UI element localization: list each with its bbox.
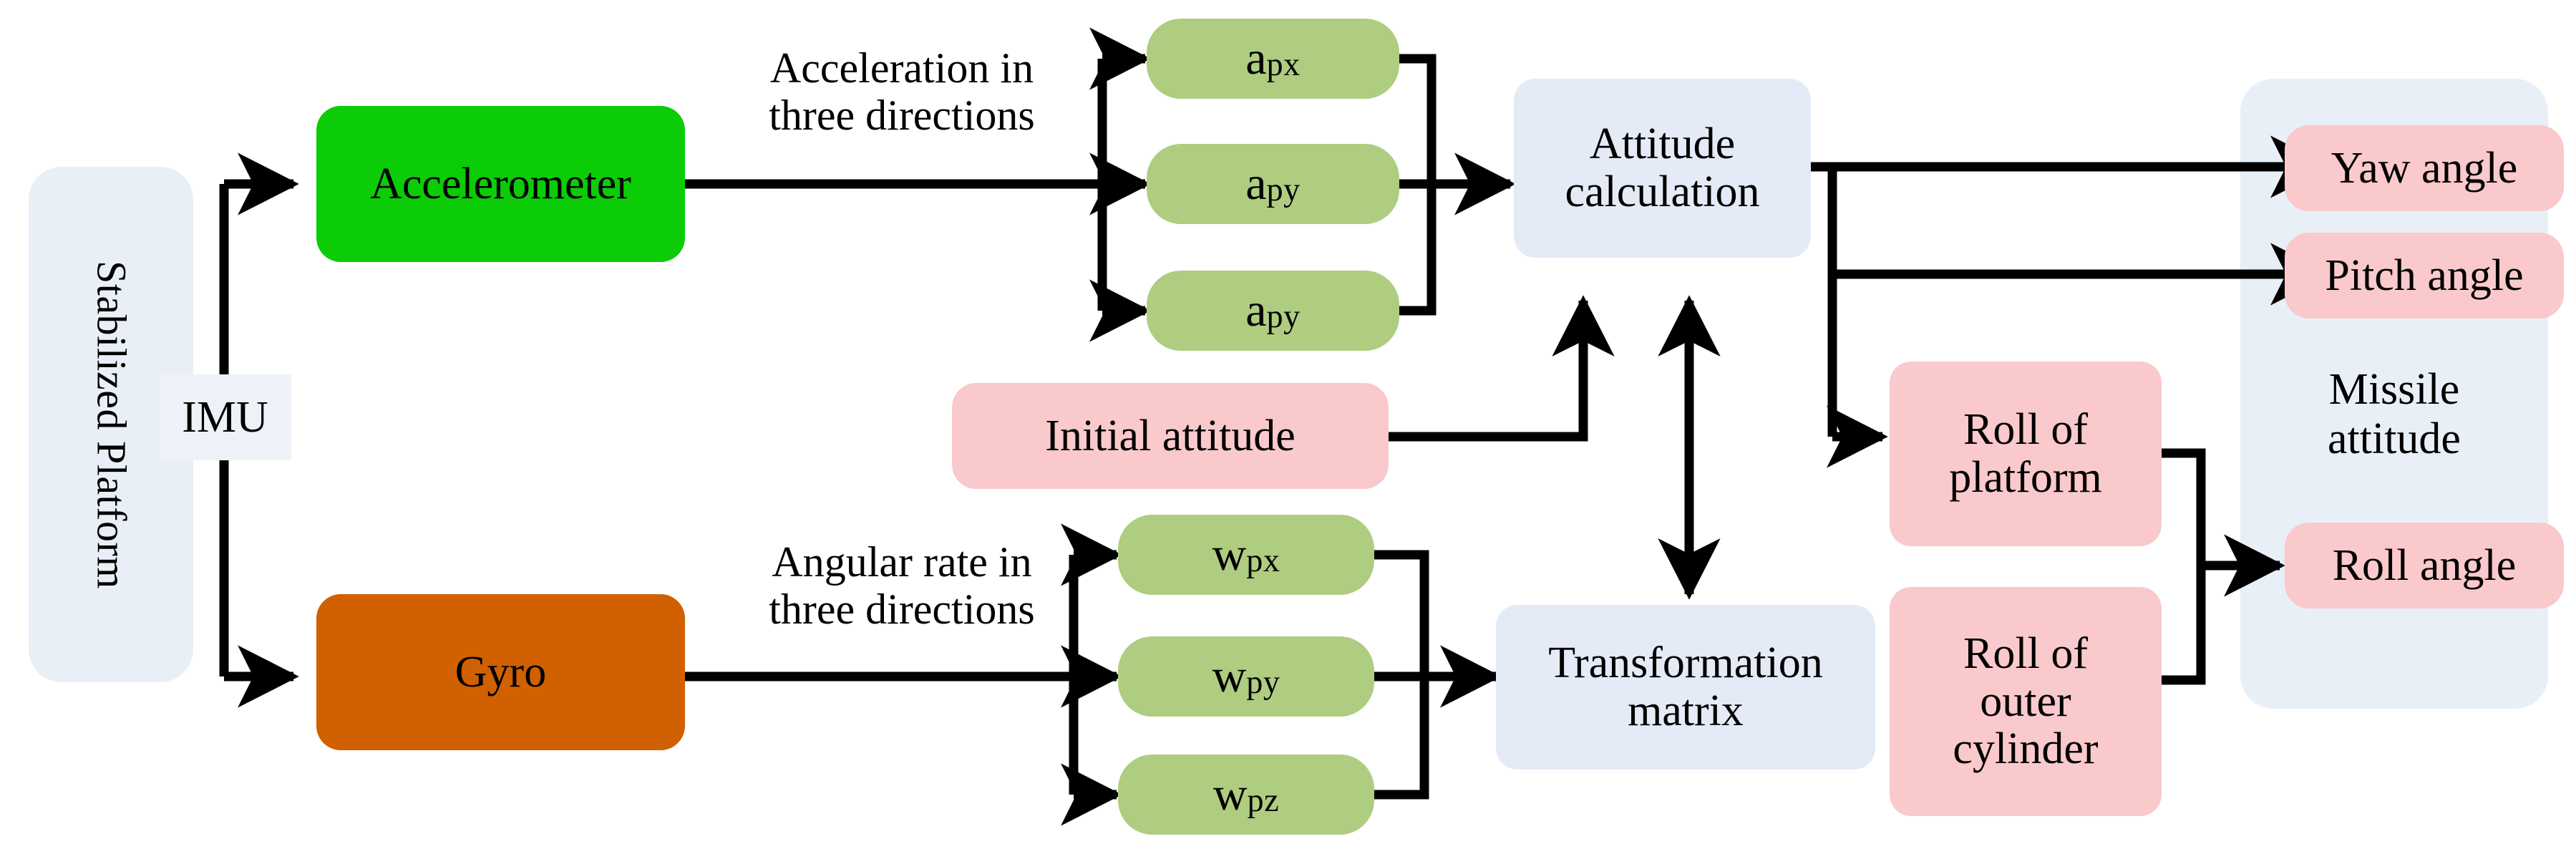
output-pitch-angle-label: Pitch angle [2325,251,2524,300]
sensor-accelerometer[interactable]: Accelerometer [316,106,685,262]
result-roll-of-platform[interactable]: Roll of platform [1890,362,2162,546]
input-initial-attitude[interactable]: Initial attitude [952,383,1389,489]
output-pitch-angle[interactable]: Pitch angle [2285,233,2564,319]
group-stabilized-platform-label: Stabilized Platform [88,260,135,589]
imu-tag: IMU [159,374,291,460]
sensor-accelerometer-label: Accelerometer [370,159,631,208]
wire-rollcylinder-merge [2162,566,2206,685]
output-roll-angle-label: Roll angle [2332,540,2517,590]
result-roll-of-outer-cylinder-label: Roll of outer cylinder [1953,629,2099,774]
signal-pill-apy2-base: a [1245,284,1267,337]
edge-label-acceleration: Acceleration in three directions [769,44,1035,139]
signal-pill-wpy-sub: py [1246,664,1280,701]
process-attitude-calculation[interactable]: Attitude calculation [1514,79,1811,258]
signal-pill-wpz-base: w [1212,768,1248,821]
edge-label-angular-rate: Angular rate in three directions [769,538,1035,633]
signal-pill-wpx-sub: px [1246,542,1280,579]
imu-tag-label: IMU [182,392,268,442]
signal-pill-wpy-base: w [1212,650,1247,703]
signal-pill-apy-sub: py [1266,171,1301,208]
signal-pill-wpz-sub: pz [1247,782,1280,819]
process-transformation-matrix-label: Transformation matrix [1548,639,1823,735]
sensor-gyro-label: Gyro [455,647,547,697]
signal-pill-apx-sub: px [1266,46,1301,83]
signal-pill-apy-base: a [1245,157,1267,210]
signal-pill-apy2-sub: py [1266,298,1301,335]
wire-rollplatform-merge [2162,448,2206,566]
process-attitude-calculation-label: Attitude calculation [1565,120,1760,216]
output-yaw-angle-label: Yaw angle [2330,143,2518,193]
wire-wpx-merge [1374,550,1429,676]
group-missile-attitude-label: Missile attitude [2328,365,2461,464]
sensor-gyro[interactable]: Gyro [316,594,685,750]
input-initial-attitude-label: Initial attitude [1045,411,1296,460]
wire-apx-merge [1399,54,1437,184]
wire-initial-attitude-to-attitude [1389,295,1615,442]
wire-apy2-merge [1399,184,1437,316]
result-roll-of-outer-cylinder[interactable]: Roll of outer cylinder [1890,587,2162,816]
signal-pill-wpx-base: w [1212,528,1247,581]
result-roll-of-platform-label: Roll of platform [1949,405,2102,502]
process-transformation-matrix[interactable]: Transformation matrix [1496,605,1875,770]
output-yaw-angle[interactable]: Yaw angle [2285,125,2564,211]
signal-pill-apx-base: a [1245,32,1267,85]
output-roll-angle[interactable]: Roll angle [2285,523,2564,608]
wire-wpz-merge [1374,676,1429,800]
